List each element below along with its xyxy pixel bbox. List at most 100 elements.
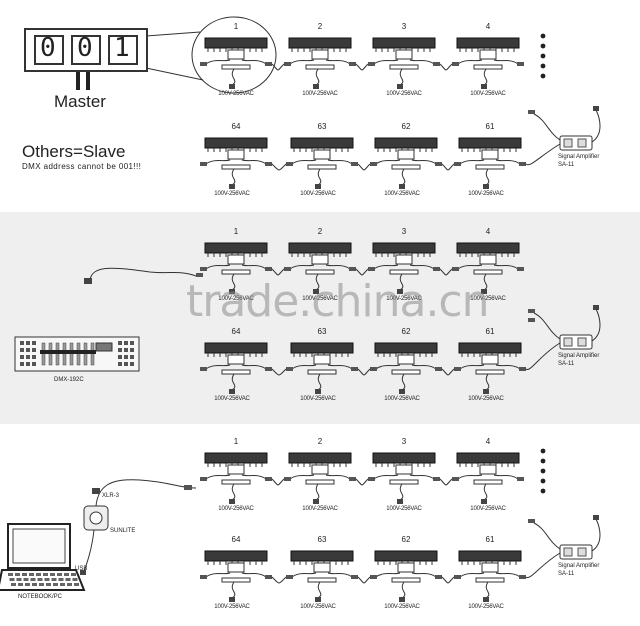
power-plug-icon: [313, 499, 319, 504]
fixture-housing: [372, 37, 436, 49]
controller-button: [26, 355, 30, 359]
fixture: [452, 37, 524, 89]
power-plug-icon: [315, 184, 321, 189]
power-cable: [317, 373, 322, 391]
power-plug-icon: [399, 597, 405, 602]
voltage-label: 100V-256VAC: [302, 506, 338, 512]
daisy-chain-cable: [355, 478, 369, 486]
fader-knob: [47, 350, 54, 354]
continuation-dot: [540, 53, 546, 59]
controller-button: [20, 348, 24, 352]
power-cable: [483, 68, 488, 86]
keyboard-key: [50, 573, 55, 576]
bracket: [397, 149, 415, 160]
voltage-label: 100V-256VAC: [218, 506, 254, 512]
power-plug-icon: [229, 289, 235, 294]
data-cable: [289, 264, 351, 270]
fixture-number: 64: [231, 535, 241, 544]
power-plug-icon: [229, 84, 235, 89]
xlr-plug-icon: [528, 110, 535, 114]
amplifier-port: [563, 547, 573, 557]
keyboard-key: [43, 573, 48, 576]
fixture-number: 3: [401, 22, 407, 31]
power-plug-icon: [483, 389, 489, 394]
power-plug-icon: [397, 84, 403, 89]
daisy-chain-cable: [355, 268, 369, 276]
bracket: [227, 49, 245, 60]
fixture-number: 2: [317, 227, 323, 236]
connector-bar: [473, 479, 503, 485]
keyboard-key: [72, 578, 78, 581]
power-plug-icon: [481, 84, 487, 89]
fader-knob: [75, 350, 82, 354]
power-plug-icon: [399, 389, 405, 394]
controller-button: [124, 355, 128, 359]
amplifier-cable: [533, 522, 561, 550]
daisy-chain-cable: [439, 478, 453, 486]
power-plug-icon: [593, 515, 599, 520]
connector-bar: [389, 269, 419, 275]
connector-bar: [305, 479, 335, 485]
power-cable: [485, 581, 490, 599]
data-cable: [459, 572, 521, 578]
fixture: [368, 242, 440, 294]
daisy-chain-cable: [271, 63, 285, 71]
xlr-plug-icon: [196, 273, 203, 277]
continuation-dot: [540, 478, 546, 484]
controller-display: [95, 342, 113, 352]
data-cable: [373, 59, 435, 65]
fixture-number: 1: [233, 437, 239, 446]
controller-button: [26, 348, 30, 352]
fixture-number: 4: [485, 227, 491, 236]
keyboard-key: [58, 578, 64, 581]
continuation-dot: [540, 43, 546, 49]
xlr-out-plug: [519, 162, 526, 166]
keyboard-key: [44, 578, 50, 581]
connector-bar: [473, 64, 503, 70]
xlr-out-plug: [435, 575, 442, 579]
fixture-number: 2: [317, 22, 323, 31]
xlr-out-plug: [265, 62, 272, 66]
xlr-out-plug: [265, 575, 272, 579]
fixture: [454, 550, 526, 602]
power-cable: [401, 581, 406, 599]
fixture-number: 62: [401, 535, 411, 544]
bracket: [481, 149, 499, 160]
xlr-out-plug: [265, 162, 272, 166]
voltage-label: 100V-256VAC: [302, 296, 338, 302]
power-cable: [315, 273, 320, 291]
keyboard-key: [36, 573, 41, 576]
continuation-dot: [540, 468, 546, 474]
power-cable: [399, 273, 404, 291]
power-cable: [231, 273, 236, 291]
power-cable: [315, 483, 320, 501]
fixture: [286, 550, 358, 602]
fixture-housing: [458, 137, 522, 149]
bracket: [313, 354, 331, 365]
data-cable: [375, 159, 437, 165]
amplifier-cable: [525, 552, 561, 579]
connector-bar: [473, 269, 503, 275]
voltage-label: 100V-256VAC: [218, 296, 254, 302]
fixture-number: 3: [401, 227, 407, 236]
fixture-number: 1: [233, 227, 239, 236]
voltage-label: 100V-256VAC: [300, 604, 336, 610]
power-cable: [401, 168, 406, 186]
keyboard-key: [18, 583, 23, 586]
connector-bar: [221, 479, 251, 485]
xlr-in-plug: [368, 62, 375, 66]
continuation-dot: [540, 73, 546, 79]
keyboard-key: [60, 583, 65, 586]
data-cable: [291, 159, 353, 165]
connector-bar: [221, 269, 251, 275]
fixture: [200, 550, 272, 602]
fixture-housing: [374, 342, 438, 354]
bracket: [227, 562, 245, 573]
controller-button: [130, 341, 134, 345]
bracket: [311, 254, 329, 265]
data-cable: [373, 474, 435, 480]
amplifier-port: [577, 547, 587, 557]
connector-bar: [307, 369, 337, 375]
power-plug-icon: [315, 597, 321, 602]
fixture-housing: [456, 37, 520, 49]
